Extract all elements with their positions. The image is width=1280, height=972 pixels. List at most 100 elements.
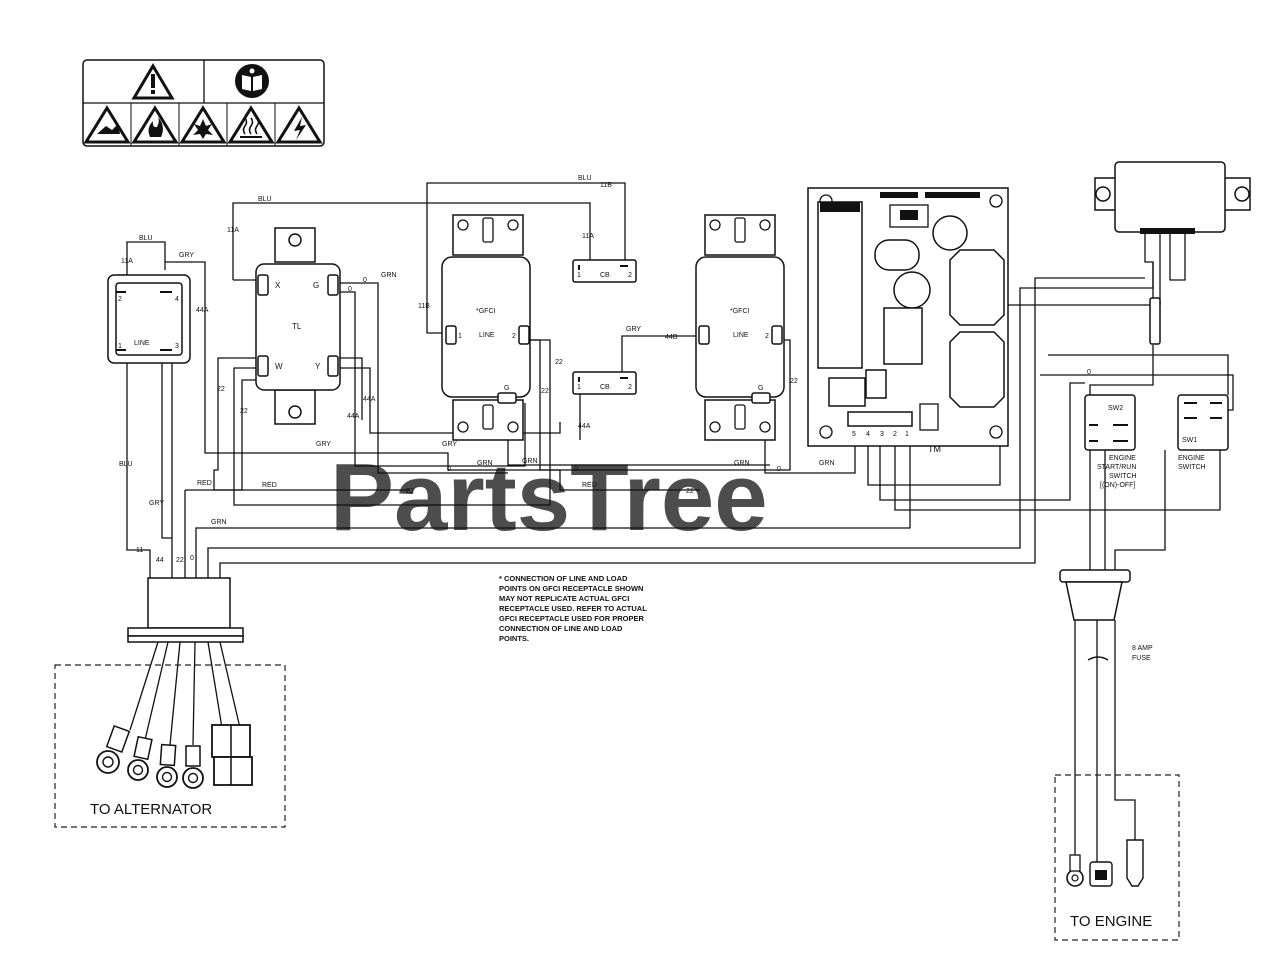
wire-label-11b-cb: 11B: [600, 182, 612, 189]
wire-label-red-right: RED: [582, 482, 597, 489]
sw2-caption-2: START/RUN: [1097, 464, 1136, 471]
wire-label-gry-cb2: GRY: [626, 326, 641, 333]
wire-label-gry-gfci: GRY: [442, 441, 457, 448]
asphyxiation-hazard-icon: [83, 105, 131, 144]
note-line-7: POINTS.: [499, 634, 529, 643]
wire-label-gry-vert: GRY: [149, 500, 164, 507]
gfci2-pin-2: 2: [765, 333, 769, 340]
conn-label-0: 0: [190, 555, 194, 562]
wire-label-0-bus3: 0: [777, 466, 781, 473]
wire-label-0-tlg2: 0: [348, 286, 352, 293]
board-pin-4: 4: [866, 431, 870, 438]
gfci-receptacle-1: *GFCI LINE 1 2 G: [441, 214, 531, 441]
note-line-2: POINTS ON GFCI RECEPTACLE SHOWN: [499, 584, 643, 593]
gfci1-pin-1: 1: [458, 333, 462, 340]
fire-hazard-icon: [131, 105, 179, 144]
fuse-label-1: 8 AMP: [1132, 645, 1153, 652]
wire-label-44a-y1: 44A: [363, 396, 376, 403]
wire-label-22-tlw2: 22: [240, 408, 248, 415]
sw2-caption-4: [(ON)-OFF]: [1100, 482, 1135, 489]
tl-g-label: G: [313, 281, 319, 290]
wire-label-gry-bus: GRY: [316, 441, 331, 448]
note-line-5: GFCI RECEPTACLE USED FOR PROPER: [499, 614, 644, 623]
wire-label-22-gfci1b: 22: [541, 388, 549, 395]
gfci1-label: *GFCI: [476, 308, 496, 315]
board-pin-1: 1: [905, 431, 909, 438]
cb2-label: CB: [600, 384, 610, 391]
fuse-label-2: FUSE: [1132, 655, 1151, 662]
cb1-pin-2: 2: [628, 272, 632, 279]
gfci1-g-label: G: [504, 385, 509, 392]
sw2-caption-1: ENGINE: [1109, 455, 1136, 462]
alternator-connector: TO ALTERNATOR: [54, 577, 286, 828]
note-line-1: * CONNECTION OF LINE AND LOAD: [499, 574, 628, 583]
wire-label-blu-top: BLU: [258, 196, 272, 203]
wire-label-blu-left: BLU: [139, 235, 153, 242]
board-pin-2: 2: [893, 431, 897, 438]
sw1-caption-2: SWITCH: [1178, 464, 1206, 471]
tl-w-label: W: [275, 362, 283, 371]
gfci2-line-label: LINE: [733, 332, 749, 339]
wire-label-grn-bus4: GRN: [819, 460, 835, 467]
tl-y-label: Y: [315, 362, 321, 371]
sw1-caption-1: ENGINE: [1178, 455, 1205, 462]
transformer-tl: X G TL W Y: [255, 227, 341, 425]
plug-connector: [211, 724, 253, 786]
board-pin-3: 3: [880, 431, 884, 438]
note-line-3: MAY NOT REPLICATE ACTUAL GFCI: [499, 594, 629, 603]
inverter-control-board: 5 4 3 2 1: [807, 187, 1009, 447]
wire-label-11b-gfci: 11B: [418, 303, 430, 310]
wire-label-grn-bus1: GRN: [477, 460, 493, 467]
wire-label-0-right: 0: [1087, 369, 1091, 376]
wire-label-22-gfci2: 22: [790, 378, 798, 385]
explosion-hazard-icon: [179, 105, 227, 144]
wire-label-0-tlg: 0: [363, 277, 367, 284]
wire-label-44a-y2: 44A: [347, 413, 360, 420]
read-manual-icon: [235, 64, 269, 98]
cb1-label: CB: [600, 272, 610, 279]
wire-label-0-bus2: 0: [574, 466, 578, 473]
wire-label-11a-top: 11A: [227, 227, 239, 234]
conn-label-11: 11: [136, 547, 143, 554]
watermark-tm: TM: [928, 444, 941, 454]
switch-pin-1: 1: [118, 343, 122, 350]
wire-label-grn-low: GRN: [211, 519, 227, 526]
wire-label-gry-left: GRY: [179, 252, 194, 259]
switch-pin-3: 3: [175, 343, 179, 350]
conn-label-44: 44: [156, 557, 164, 564]
ring-terminal-2: [127, 735, 153, 781]
wire-label-grn-bus3: GRN: [734, 460, 750, 467]
gfci1-pin-2: 2: [512, 333, 516, 340]
wire-label-grn-tlg: GRN: [381, 272, 397, 279]
wire-label-22-tlw: 22: [217, 386, 225, 393]
switch-pin-2: 2: [118, 296, 122, 303]
cb1-pin-1: 1: [577, 272, 581, 279]
tl-label: TL: [292, 322, 302, 331]
switch-pin-4: 4: [175, 296, 179, 303]
wire-label-red-mid: RED: [262, 482, 277, 489]
gfci2-g-label: G: [758, 385, 763, 392]
wire-label-0-bus1: 0: [447, 466, 451, 473]
note-line-6: CONNECTION OF LINE AND LOAD: [499, 624, 623, 633]
to-engine-label: TO ENGINE: [1070, 913, 1152, 930]
gfci1-line-label: LINE: [479, 332, 495, 339]
warning-icon: [131, 63, 175, 100]
wire-label-blu-vert: BLU: [119, 461, 133, 468]
wire-label-44a-cb2: 44A: [578, 423, 591, 430]
wire-label-grn-bus2: GRN: [522, 458, 538, 465]
selector-switch: 2 4 1 3 LINE: [107, 274, 191, 364]
engine-switch: SW1 ENGINE SWITCH: [1177, 394, 1229, 471]
engine-harness: 8 AMP FUSE TO ENGINE: [1054, 569, 1180, 941]
sw2-caption-3: SWITCH: [1109, 473, 1137, 480]
hot-surface-icon: [227, 105, 275, 144]
voltage-regulator: [1094, 161, 1251, 345]
tl-x-label: X: [275, 281, 281, 290]
wire-label-red-left: RED: [197, 480, 212, 487]
watermark: PartsTree: [330, 444, 768, 551]
gfci-receptacle-2: *GFCI LINE 2 G: [695, 214, 785, 441]
wire-label-22-gfci1: 22: [555, 359, 563, 366]
cb2-pin-2: 2: [628, 384, 632, 391]
wire-label-11a-left: 11A: [121, 258, 133, 265]
ring-terminal-1: [96, 724, 131, 774]
